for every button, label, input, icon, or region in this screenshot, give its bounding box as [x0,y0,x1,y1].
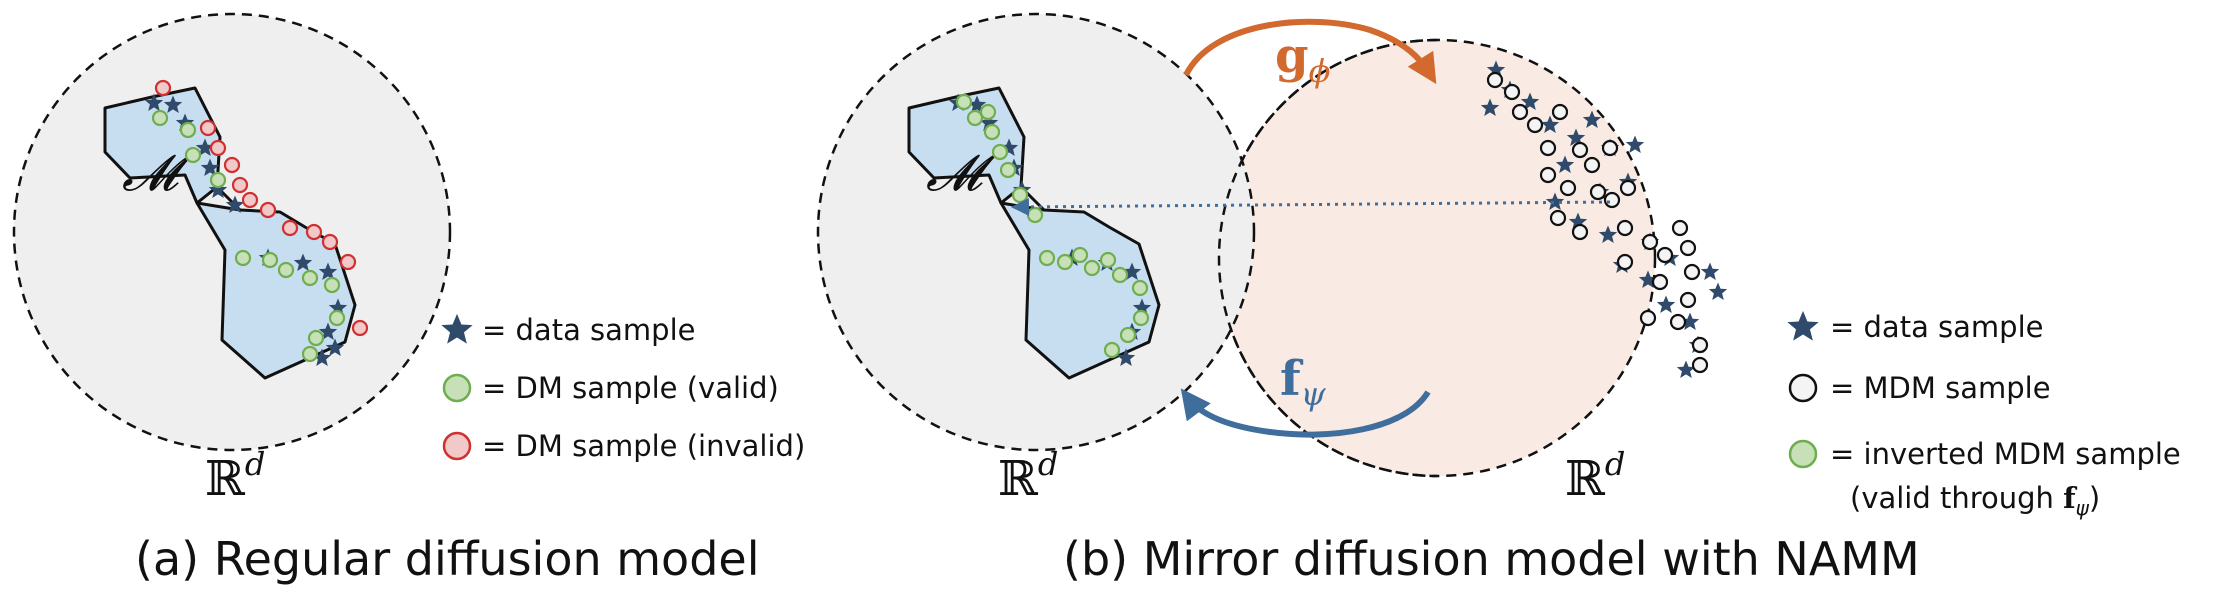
legend-b-item-data: = data sample [1830,310,2044,344]
inverse-map-arrow [1180,388,1431,438]
manifold-upper-region [907,86,1026,205]
inverted-samples-b [955,93,1150,359]
panel-b: 𝓜 [816,12,2181,586]
legend-a-item-data: = data sample [482,313,696,347]
legend-red-circle-icon [442,431,472,461]
space-label-a: ℝd [205,445,265,507]
legend-a-item-valid: = DM sample (valid) [482,371,779,405]
legend-star-icon [441,313,473,344]
manifold-lower-region [999,201,1161,380]
legend-b: = data sample = MDM sample = inverted MD… [1787,310,2181,520]
legend-black-circle-icon [1788,373,1818,403]
invalid-samples-a [154,79,369,337]
inverse-mapping-dotted-arrow [1011,197,1611,216]
legend-a-item-invalid: = DM sample (invalid) [482,429,805,463]
legend-a: = data sample = DM sample (valid) = DM s… [441,313,805,463]
inverse-map-label: fψ [1280,351,1327,413]
legend-b-item-mdm: = MDM sample [1830,371,2051,405]
legend-b-item-inverted: = inverted MDM sample [1830,437,2181,471]
legend-green-circle-icon [1788,439,1818,469]
primal-space-label: ℝd [998,445,1058,507]
forward-map-label: gϕ [1275,28,1331,90]
legend-green-circle-icon [442,373,472,403]
caption-b: (b) Mirror diffusion model with NAMM [1063,532,1920,586]
mirror-space-label: ℝd [1565,445,1625,507]
valid-samples-a [151,109,346,363]
forward-map-arrow [1183,18,1437,85]
mdm-samples-b [1486,71,1709,374]
legend-star-icon [1787,310,1819,341]
caption-a: (a) Regular diffusion model [135,532,759,586]
legend-b-note: (valid through fψ) [1850,481,2100,520]
panel-a: 𝓜 [12,12,805,586]
manifold-upper-region [103,86,222,205]
mirror-space-circle [1217,38,1657,478]
